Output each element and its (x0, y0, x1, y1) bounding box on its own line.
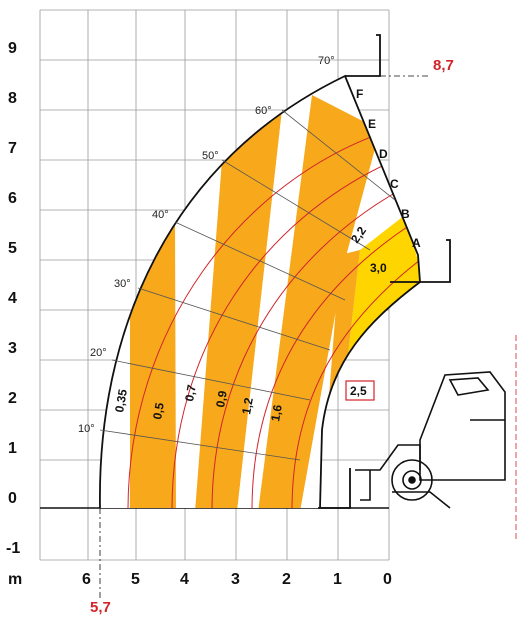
y-tick-label: 0 (8, 490, 17, 507)
x-tick-label: 4 (180, 571, 189, 588)
y-tick-label: 9 (8, 40, 17, 57)
angle-labels: 10° 20° 30° 40° 50° 60° 70° (78, 55, 335, 435)
capacity-labels: 0,35 0,5 0,7 0,9 1,2 1,6 2,2 3,0 (112, 224, 387, 423)
capacity-label: 1,2 (239, 396, 256, 415)
zone-label-B: B (401, 207, 410, 221)
telehandler-icon (355, 371, 506, 509)
capacity-label: 0,5 (150, 401, 167, 420)
zone-label-A: A (412, 236, 421, 250)
capacity-box (345, 380, 375, 401)
angle-label: 40° (152, 209, 169, 221)
zone-label-F: F (356, 87, 363, 101)
x-tick-label: 0 (383, 571, 392, 588)
y-tick-label: 4 (8, 290, 17, 307)
y-tick-label: -1 (6, 540, 20, 557)
zone-label-D: D (379, 147, 388, 161)
max-reach-label: 5,7 (90, 599, 111, 616)
capacity-label: 0,9 (213, 389, 230, 408)
y-tick-label: 6 (8, 190, 17, 207)
capacity-label: 1,6 (268, 403, 285, 422)
band-1-6 (258, 95, 380, 508)
capacity-label: 0,7 (182, 383, 199, 402)
band-0-9 (195, 110, 282, 508)
capacity-label: 0,35 (112, 388, 130, 414)
angle-label: 30° (114, 278, 131, 290)
capacity-label: 3,0 (370, 261, 387, 275)
reach-envelope (99, 74, 421, 509)
x-tick-label: 2 (282, 571, 291, 588)
fork-top (345, 34, 381, 77)
angle-label: 50° (202, 150, 219, 162)
reach-arcs (127, 129, 421, 508)
y-tick-label: 7 (8, 140, 17, 157)
y-tick-label: 2 (8, 390, 17, 407)
y-tick-label: 3 (8, 340, 17, 357)
x-axis-labels: m 6 5 4 3 2 1 0 (8, 571, 392, 588)
angle-label: 20° (90, 347, 107, 359)
x-axis-unit: m (8, 571, 22, 588)
band-0-7 (176, 160, 222, 508)
y-axis-labels: 9 8 7 6 5 4 3 2 1 0 -1 (6, 40, 20, 557)
zone-label-E: E (368, 117, 376, 131)
y-tick-label: 1 (8, 440, 17, 457)
x-tick-label: 1 (333, 571, 342, 588)
x-tick-label: 6 (82, 571, 91, 588)
x-tick-label: 5 (131, 571, 140, 588)
angle-rays (99, 109, 396, 461)
fork-front (390, 239, 451, 283)
y-tick-label: 8 (8, 90, 17, 107)
x-tick-label: 3 (231, 571, 240, 588)
capacity-label-highlight: 2,5 (350, 384, 367, 398)
angle-label: 60° (255, 105, 272, 117)
max-height-label: 8,7 (433, 57, 454, 74)
zone-label-C: C (390, 177, 399, 191)
angle-label: 70° (318, 55, 335, 67)
y-tick-label: 5 (8, 240, 17, 257)
angle-label: 10° (78, 423, 95, 435)
zone-labels: A B C D E F (356, 87, 421, 250)
fork-ground (318, 468, 351, 509)
